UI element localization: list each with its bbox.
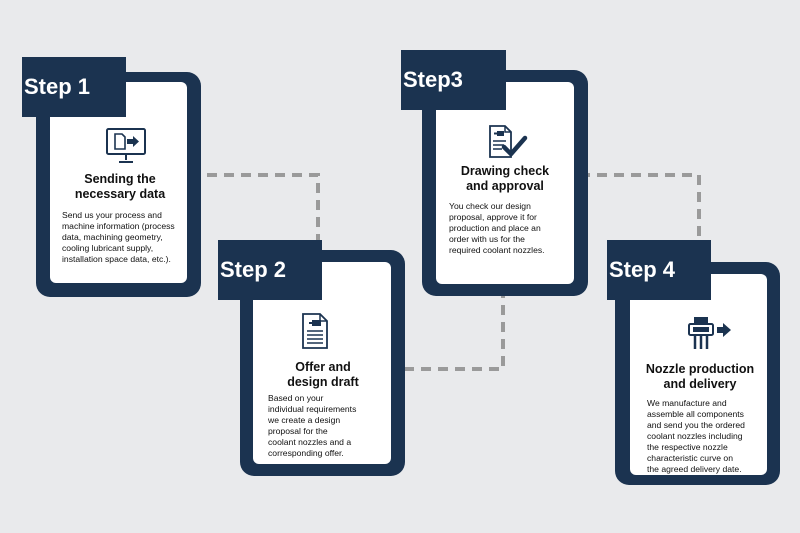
step-4-description: We manufacture and assemble all componen…: [647, 398, 745, 474]
step-2-title: Offer and design draft: [287, 360, 359, 389]
step-2-description: Based on your individual requirements we…: [268, 393, 357, 458]
step-1-tab: Step 1: [22, 57, 126, 117]
step-4-content: [630, 274, 767, 475]
connector-step1-step2: [190, 173, 320, 240]
nozzle-delivery-icon: [688, 317, 731, 349]
step-3-tab: Step3: [401, 50, 506, 110]
step-1-title: Sending the necessary data: [74, 172, 166, 201]
connector-step2-step3: [404, 290, 505, 371]
step-3-content: [436, 82, 574, 284]
step-2-label: Step 2: [220, 257, 287, 282]
step-3-description: You check our design proposal, approve i…: [449, 201, 545, 255]
step-1-label: Step 1: [24, 74, 91, 99]
connector-step3-step4: [580, 173, 701, 240]
step-3-title: Drawing check and approval: [460, 164, 550, 193]
document-icon: [302, 313, 328, 349]
step-4-tab: Step 4: [607, 240, 711, 300]
step-1-description: Send us your process and machine informa…: [62, 210, 175, 264]
step-3-label: Step3: [403, 67, 463, 92]
monitor-file-icon: [106, 128, 146, 163]
step-4-label: Step 4: [609, 257, 676, 282]
document-check-icon: [489, 125, 528, 158]
step-4-title: Nozzle production and delivery: [645, 362, 755, 391]
step-2-tab: Step 2: [218, 240, 322, 300]
